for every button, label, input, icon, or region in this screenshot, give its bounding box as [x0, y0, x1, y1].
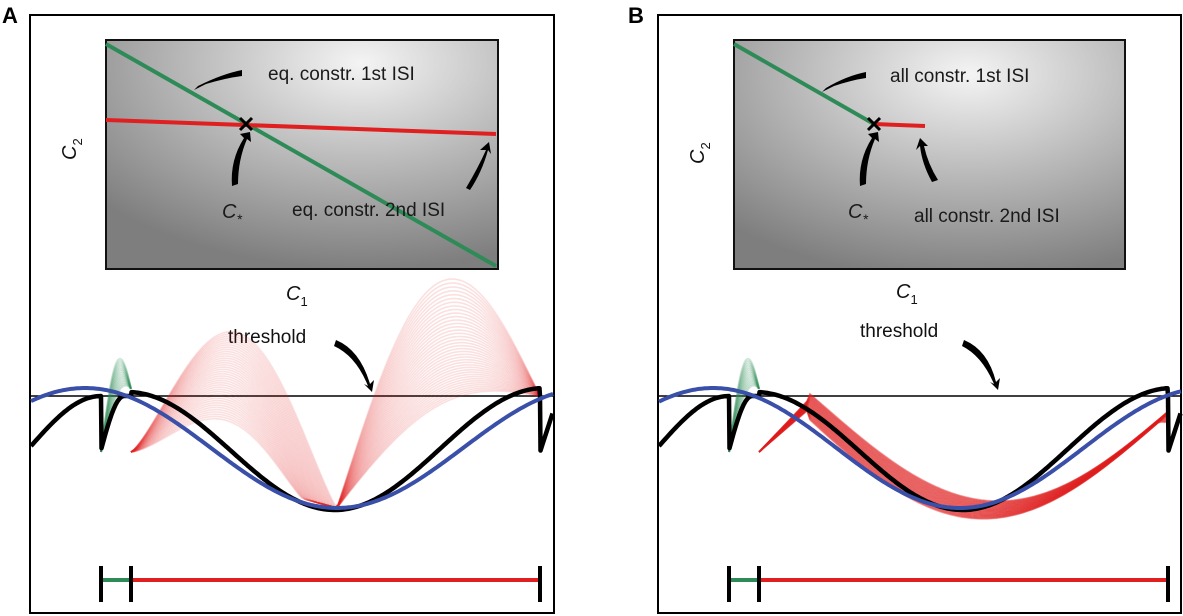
red-trajectory	[758, 409, 1168, 520]
red-trajectory	[758, 399, 1168, 507]
panel-a-second-isi-constraint-line	[105, 118, 497, 136]
panel-b-second-isi-constraint-line	[873, 122, 926, 128]
panel-b-x-axis-label: C1	[896, 281, 918, 307]
panel-a-threshold-label: threshold	[228, 327, 306, 348]
green-trajectory	[100, 360, 132, 453]
green-trajectory	[728, 371, 760, 453]
red-trajectory	[758, 393, 1168, 503]
red-trajectory	[758, 403, 1168, 510]
panel-b-cstar-cross-icon	[866, 116, 882, 132]
panel-b-reference-curve	[658, 386, 1182, 510]
red-trajectory	[758, 409, 1168, 519]
panel-b-isi-bar	[727, 566, 1170, 602]
panel-b-cstar-label: C*	[848, 201, 868, 227]
red-trajectory	[758, 402, 1168, 509]
green-trajectory	[100, 369, 132, 453]
red-trajectory	[758, 402, 1168, 509]
red-trajectory	[758, 399, 1168, 507]
red-trajectory	[758, 407, 1168, 517]
red-trajectory	[758, 395, 1168, 504]
red-trajectory	[758, 408, 1168, 519]
green-trajectory	[728, 362, 760, 453]
panel-b-inset: all constr. 1st ISI all constr. 2nd ISI …	[733, 39, 1126, 270]
green-trajectory	[100, 367, 132, 453]
panel-b-first-isi-constraint-line	[733, 42, 875, 126]
red-trajectory	[758, 397, 1168, 506]
panel-letter-a: A	[2, 3, 18, 28]
red-trajectory	[758, 392, 1168, 502]
red-trajectory	[758, 398, 1168, 506]
green-trajectory	[728, 369, 760, 453]
panel-a: eq. constr. 1st ISI eq. constr. 2nd ISI …	[29, 14, 555, 614]
green-trajectory	[728, 357, 760, 453]
panel-b-threshold-arrow-icon	[962, 340, 1000, 390]
panel-b-arrow-first-icon	[822, 72, 866, 92]
panel-a-inset: eq. constr. 1st ISI eq. constr. 2nd ISI …	[105, 39, 499, 270]
green-trajectory	[728, 373, 760, 453]
panel-a-label-first-isi: eq. constr. 1st ISI	[268, 64, 415, 85]
panel-a-threshold-arrow-icon	[334, 340, 374, 392]
panel-a-label-second-isi: eq. constr. 2nd ISI	[292, 200, 445, 221]
red-trajectory	[758, 407, 1168, 517]
red-trajectory	[758, 404, 1168, 510]
green-trajectory	[100, 357, 132, 453]
red-trajectory	[758, 407, 1168, 516]
red-trajectory	[758, 397, 1168, 506]
panel-letter-b: B	[628, 3, 644, 28]
panel-a-cstar-label: C*	[222, 201, 242, 227]
red-trajectory	[758, 409, 1168, 520]
panel-b-voltage-trace	[657, 385, 1183, 513]
panel-a-y-axis-label: C2	[59, 138, 85, 160]
green-trajectory	[728, 367, 760, 453]
panel-b-threshold-label: threshold	[860, 321, 938, 342]
green-trajectory	[100, 371, 132, 453]
panel-a-arrow-cstar-icon	[231, 132, 251, 186]
red-trajectory	[758, 396, 1168, 505]
red-trajectory	[758, 400, 1168, 508]
red-trajectory	[758, 401, 1168, 508]
panel-a-cstar-cross-icon	[238, 116, 254, 132]
panel-b: all constr. 1st ISI all constr. 2nd ISI …	[657, 14, 1183, 614]
panel-a-arrow-first-icon	[194, 70, 242, 90]
green-trajectory	[100, 364, 132, 453]
panel-b-y-axis-label: C2	[687, 142, 713, 164]
panel-a-x-axis-label: C1	[286, 283, 308, 309]
red-trajectory	[758, 394, 1168, 504]
panel-b-label-second-isi: all constr. 2nd ISI	[914, 206, 1060, 227]
panel-a-isi-bar	[99, 566, 542, 602]
red-trajectory	[758, 395, 1168, 505]
red-trajectory	[758, 408, 1168, 518]
green-trajectory	[728, 364, 760, 453]
panel-a-arrow-second-icon	[466, 142, 491, 190]
red-trajectory	[130, 278, 540, 506]
panel-b-inset-box	[733, 39, 1126, 270]
green-trajectory	[728, 360, 760, 453]
green-trajectory	[100, 362, 132, 453]
red-trajectory	[758, 408, 1168, 517]
panel-a-first-isi-constraint-line	[105, 42, 497, 268]
red-trajectory	[758, 408, 1168, 518]
red-trajectory	[758, 393, 1168, 503]
green-trajectory	[100, 373, 132, 453]
panel-b-arrow-second-icon	[916, 138, 938, 182]
panel-b-label-first-isi: all constr. 1st ISI	[890, 66, 1029, 87]
panel-b-arrow-cstar-icon	[859, 132, 879, 186]
panel-a-reference-curve	[30, 386, 554, 510]
